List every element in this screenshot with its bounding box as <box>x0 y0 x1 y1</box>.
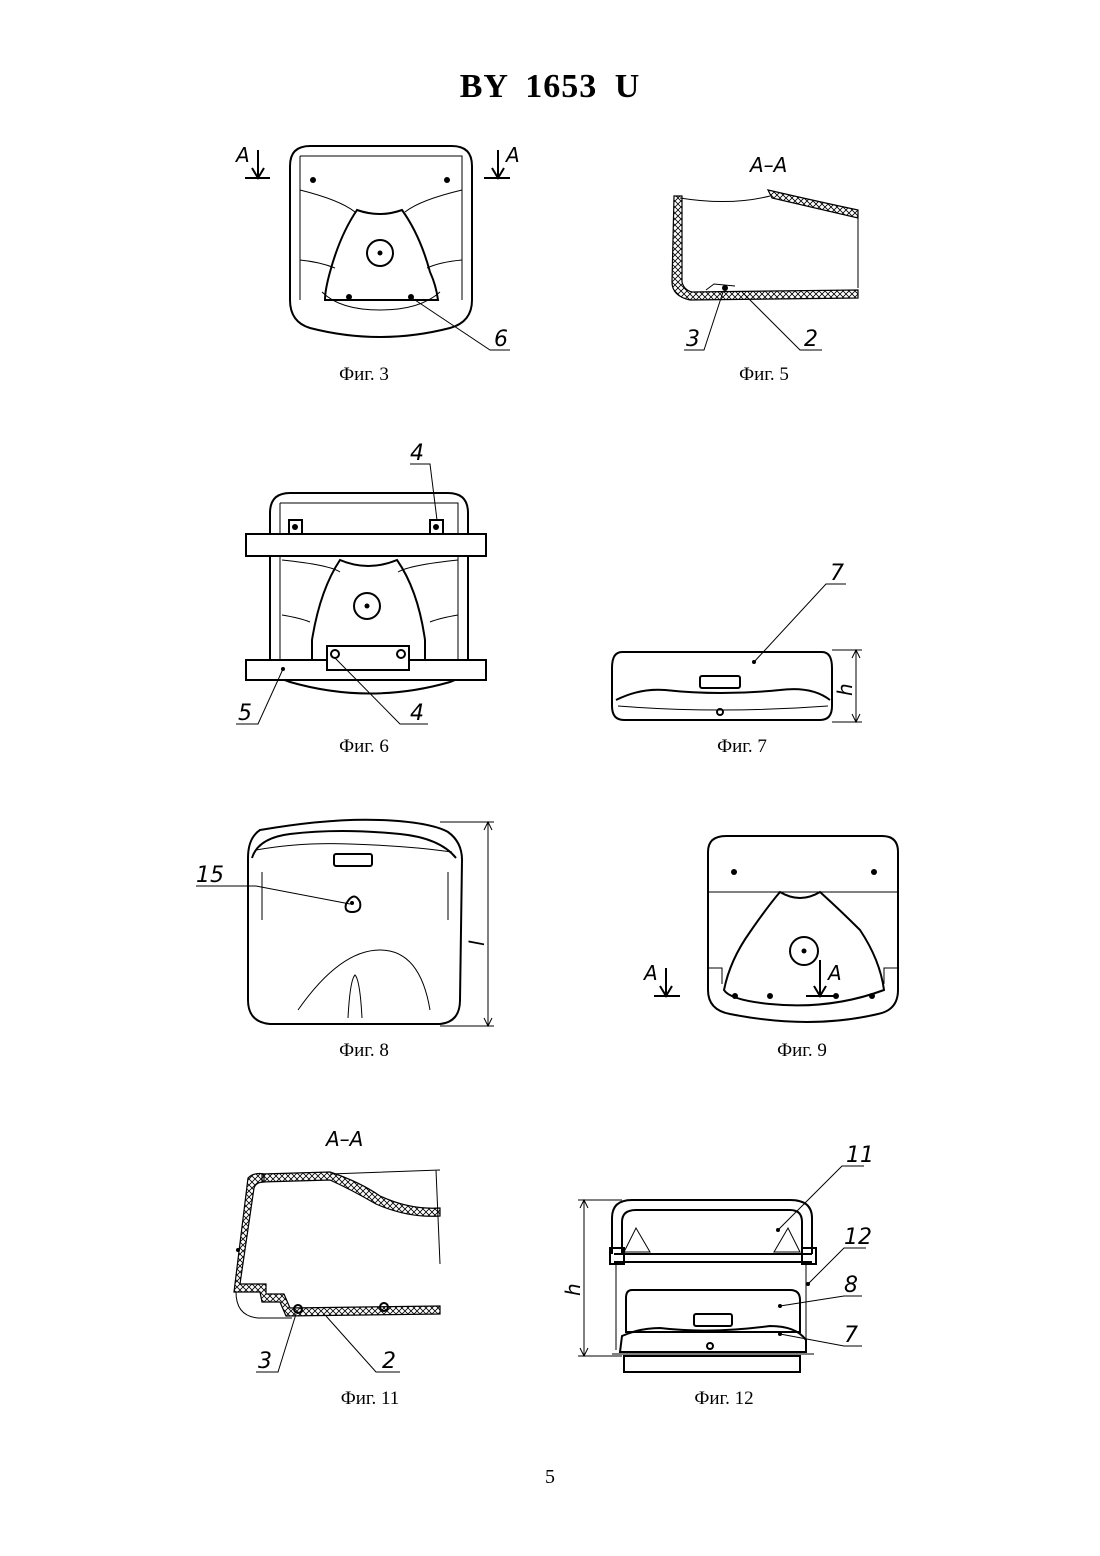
figure-11: A–A 3 2 <box>234 1127 440 1374</box>
callout-12: 12 <box>844 1225 872 1250</box>
callout-3: 3 <box>686 327 700 352</box>
callout-4-bottom: 4 <box>410 701 424 726</box>
callout-4-top: 4 <box>410 441 424 466</box>
figure-6: 4 4 5 <box>236 441 486 726</box>
section-letter-left: A <box>234 143 250 167</box>
callout-7: 7 <box>830 561 844 586</box>
figure-9: A A <box>642 836 898 1022</box>
caption-fig3: Фиг. 3 <box>304 364 424 386</box>
figure-7: 7 h <box>612 561 862 722</box>
caption-fig6: Фиг. 6 <box>304 736 424 758</box>
caption-fig5: Фиг. 5 <box>704 364 824 386</box>
callout-2: 2 <box>382 1349 396 1374</box>
figure-8: 15 l <box>196 820 494 1026</box>
section-letter-right: A <box>504 143 520 167</box>
callout-2: 2 <box>804 327 818 352</box>
callout-6: 6 <box>494 327 508 352</box>
caption-fig7: Фиг. 7 <box>682 736 802 758</box>
section-title-aa: A–A <box>748 153 787 177</box>
callout-15: 15 <box>196 863 224 888</box>
figure-5: A–A 3 2 <box>672 153 858 352</box>
caption-fig11: Фиг. 11 <box>310 1388 430 1410</box>
section-letter-right: A <box>826 961 842 985</box>
dimension-l: l <box>465 940 489 946</box>
caption-fig9: Фиг. 9 <box>742 1040 862 1062</box>
section-title-aa: A–A <box>324 1127 363 1151</box>
caption-fig8: Фиг. 8 <box>304 1040 424 1062</box>
callout-8: 8 <box>844 1273 858 1298</box>
callout-3: 3 <box>258 1349 272 1374</box>
section-letter-left: A <box>642 961 658 985</box>
dimension-h: h <box>833 683 857 696</box>
callout-7: 7 <box>844 1323 858 1348</box>
caption-fig12: Фиг. 12 <box>664 1388 784 1410</box>
callout-11: 11 <box>846 1143 874 1168</box>
page-number: 5 <box>0 1466 1100 1489</box>
callout-5: 5 <box>238 701 252 726</box>
figure-3: A A 6 <box>234 143 520 352</box>
figure-12: 11 12 8 7 h <box>561 1143 874 1372</box>
dimension-h: h <box>561 1283 585 1296</box>
